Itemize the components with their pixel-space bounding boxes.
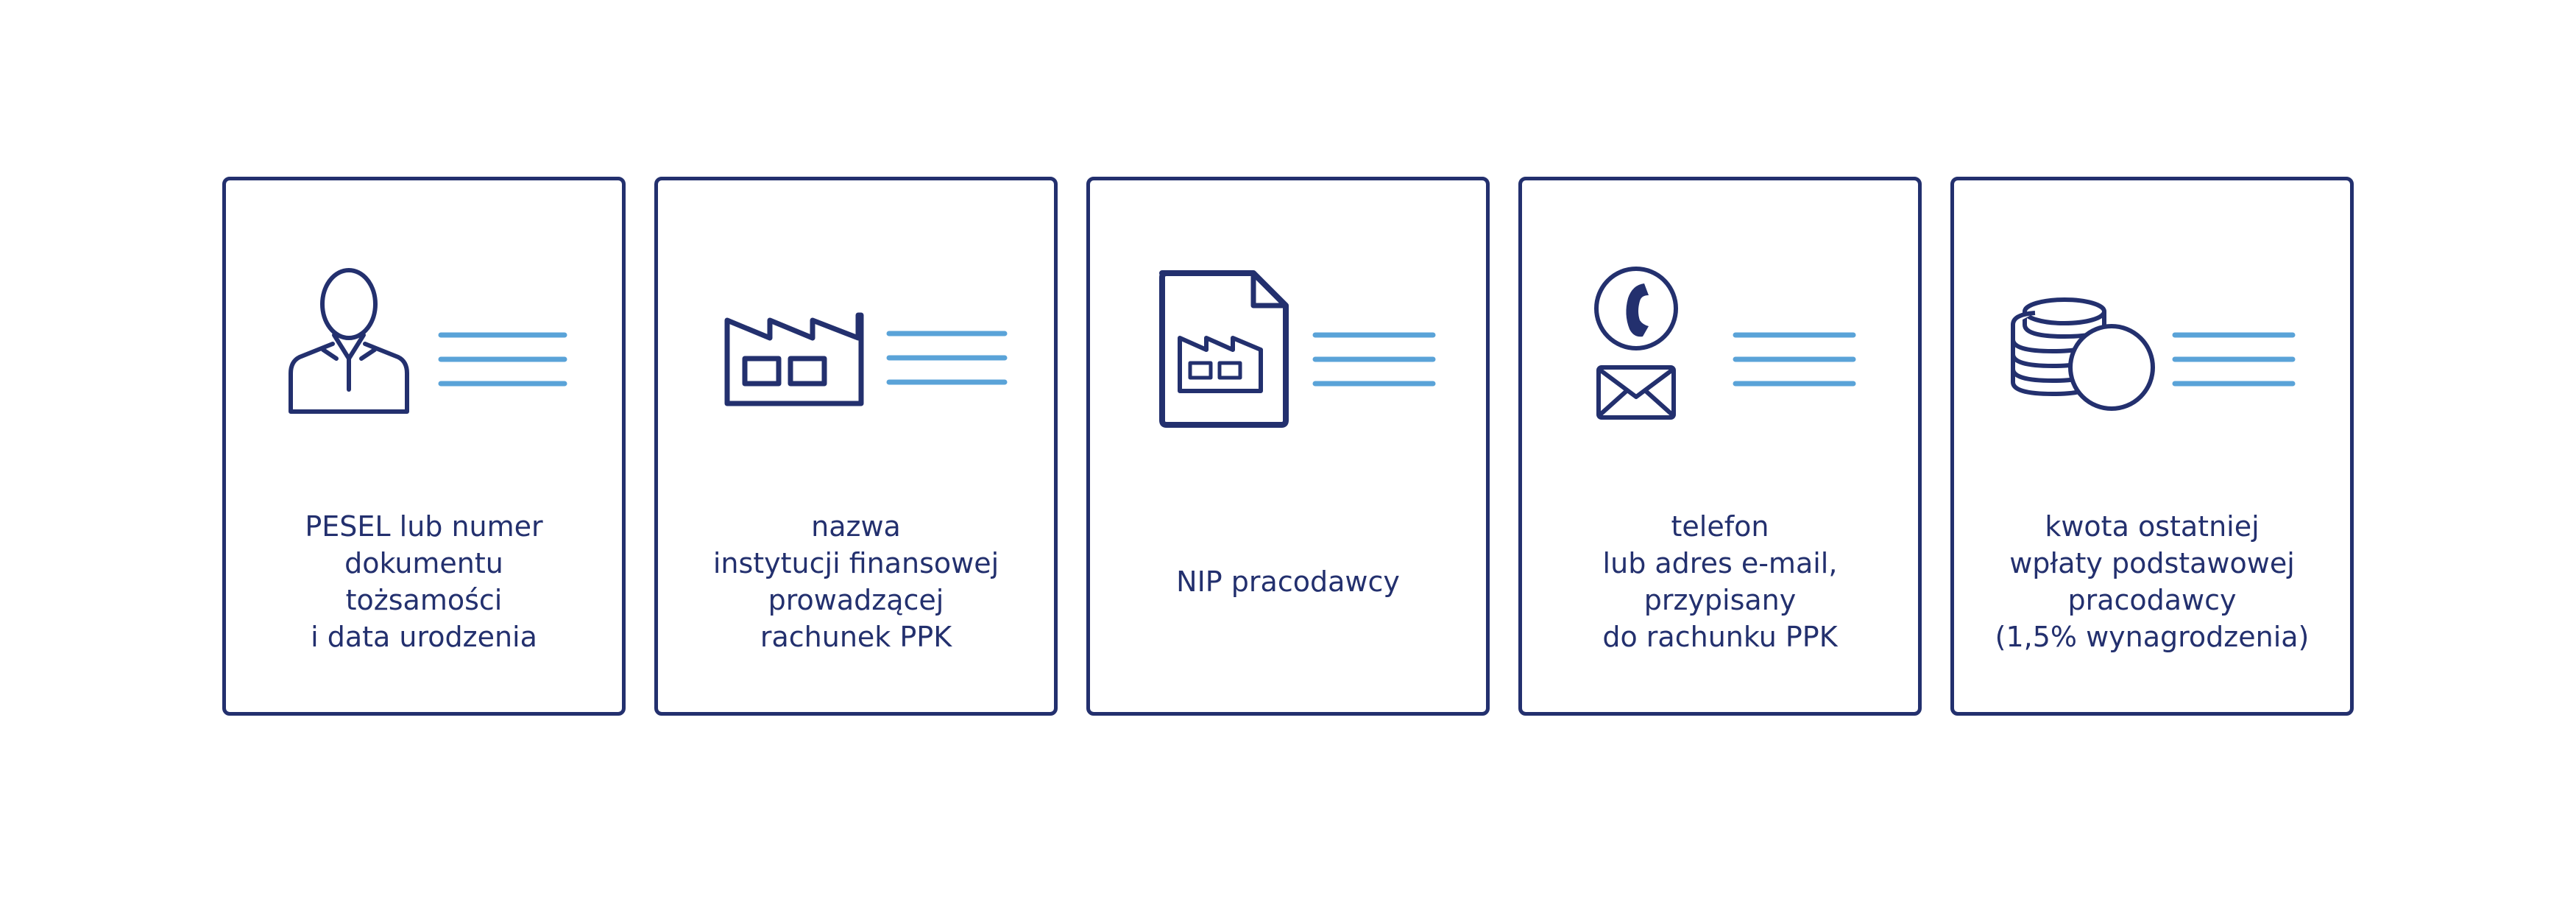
card-label-line: instytucji finansowej [712, 547, 999, 579]
text-lines-icon [2172, 332, 2296, 387]
card-contribution: kwota ostatniej wpłaty podstawowej praco… [1950, 177, 2354, 716]
card-label-line: do rachunku PPK [1602, 621, 1838, 653]
email-icon [1596, 365, 1676, 420]
card-label-line: lub adres e-mail, [1602, 547, 1838, 579]
card-institution: nazwa instytucji finansowej prowadzącej … [654, 177, 1058, 716]
card-label-line: przypisany [1643, 584, 1797, 616]
card-label: nazwa instytucji finansowej prowadzącej … [665, 490, 1047, 674]
card-label-line: rachunek PPK [760, 621, 952, 653]
card-label: PESEL lub numer dokumentu tożsamości i d… [233, 490, 615, 674]
card-pesel: PESEL lub numer dokumentu tożsamości i d… [222, 177, 626, 716]
card-label-line: nazwa [811, 510, 901, 543]
text-lines-icon [438, 332, 567, 387]
text-lines-icon [1733, 332, 1856, 387]
card-icon-area [1090, 180, 1493, 490]
card-icon-area [226, 180, 629, 490]
card-label-line: tożsamości [345, 584, 503, 616]
card-nip: NIP pracodawcy [1086, 177, 1490, 716]
person-icon [289, 268, 409, 414]
text-lines-icon [1312, 332, 1436, 387]
card-label-line: prowadzącej [768, 584, 944, 616]
phone-icon [1594, 267, 1678, 350]
card-contact: telefon lub adres e-mail, przypisany do … [1518, 177, 1922, 716]
text-lines-icon [886, 331, 1008, 385]
card-label: kwota ostatniej wpłaty podstawowej praco… [1961, 490, 2343, 674]
card-icon-area [1522, 180, 1925, 490]
card-label-line: PESEL lub numer [305, 510, 543, 543]
card-icon-area [658, 180, 1061, 490]
card-label: telefon lub adres e-mail, przypisany do … [1529, 490, 1911, 674]
card-label-line: i data urodzenia [311, 621, 537, 653]
card-label-line: dokumentu [344, 547, 503, 579]
card-label-line: (1,5% wynagrodzenia) [1995, 621, 2310, 653]
card-label-line: NIP pracodawcy [1176, 565, 1400, 598]
document-factory-icon [1159, 270, 1289, 428]
card-label: NIP pracodawcy [1097, 490, 1479, 674]
card-icon-area [1954, 180, 2357, 490]
card-label-line: wpłaty podstawowej [2009, 547, 2295, 579]
card-label-line: kwota ostatniej [2045, 510, 2260, 543]
card-label-line: pracodawcy [2067, 584, 2237, 616]
coins-icon [2011, 297, 2155, 411]
card-label-line: telefon [1671, 510, 1769, 543]
factory-icon [724, 312, 864, 406]
